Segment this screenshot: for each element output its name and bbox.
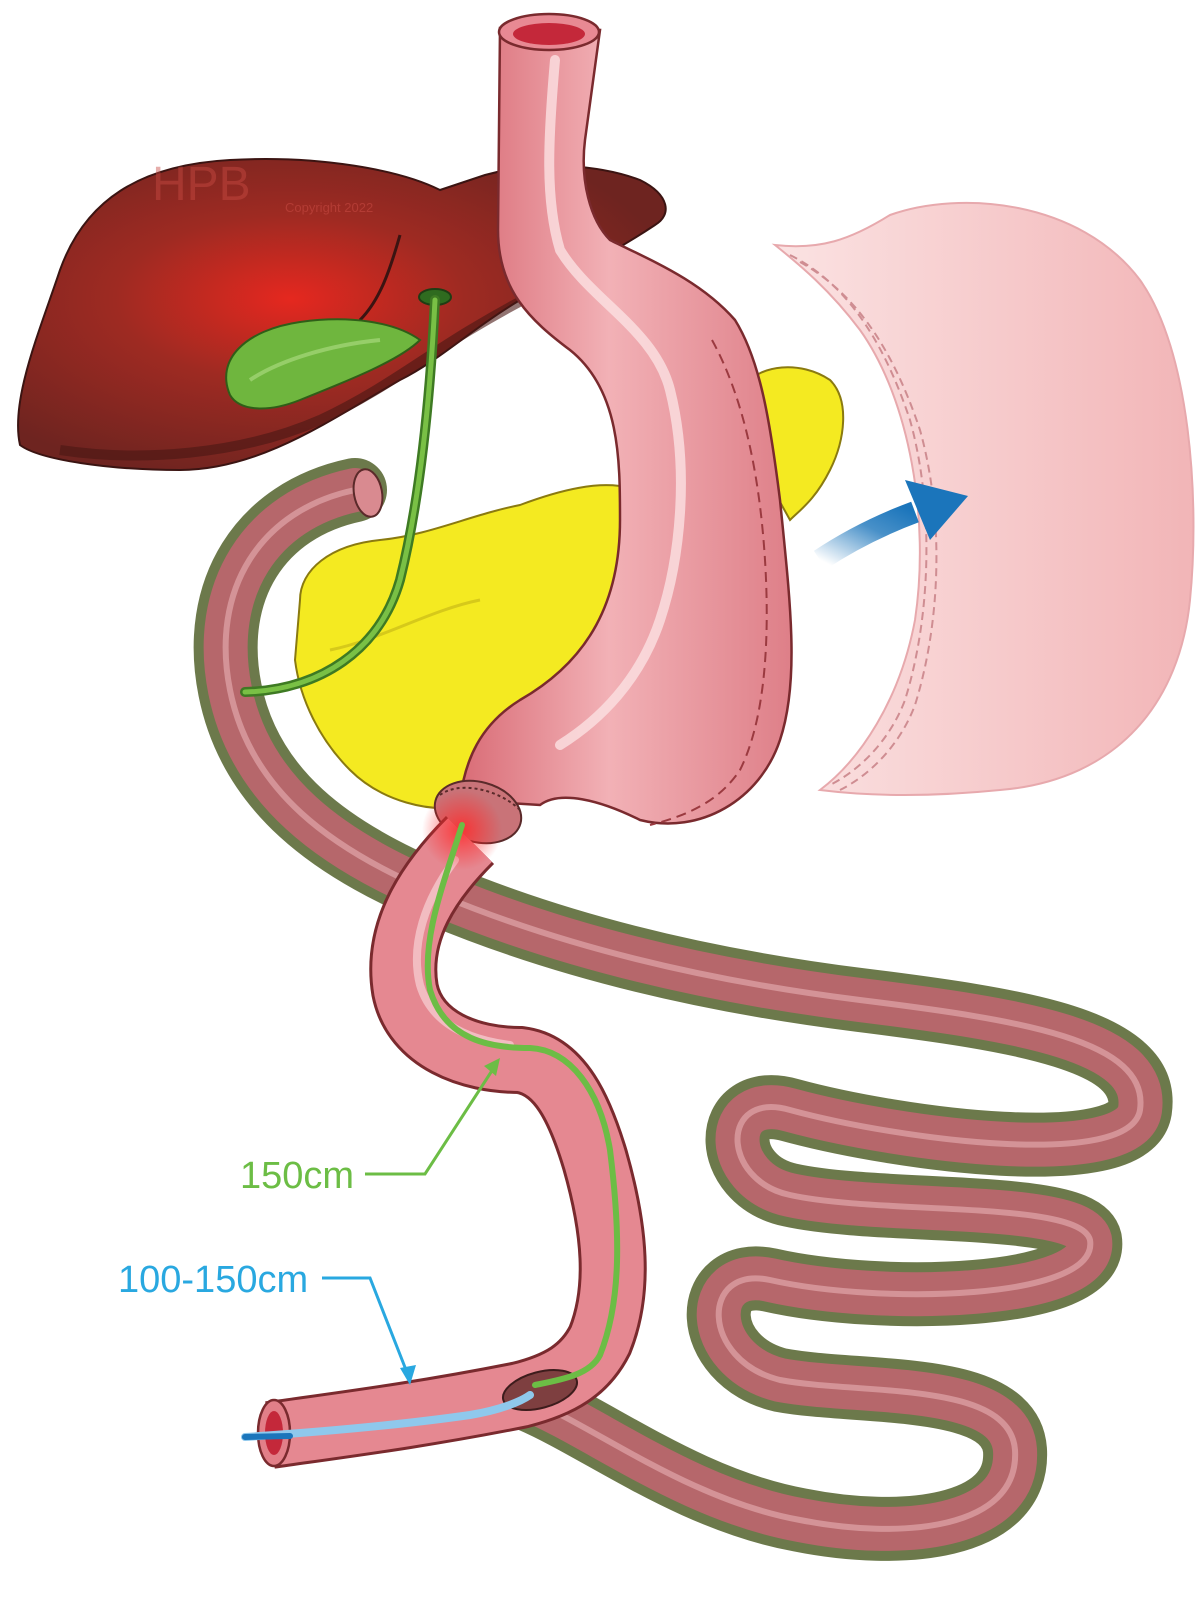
resected-stomach-icon xyxy=(775,203,1193,795)
blue-leader xyxy=(322,1278,416,1385)
label-150cm: 150cm xyxy=(240,1155,354,1197)
watermark-main: HPB xyxy=(152,158,251,211)
label-100-150cm: 100-150cm xyxy=(118,1259,308,1301)
watermark-sub: Copyright 2022 xyxy=(285,200,373,215)
